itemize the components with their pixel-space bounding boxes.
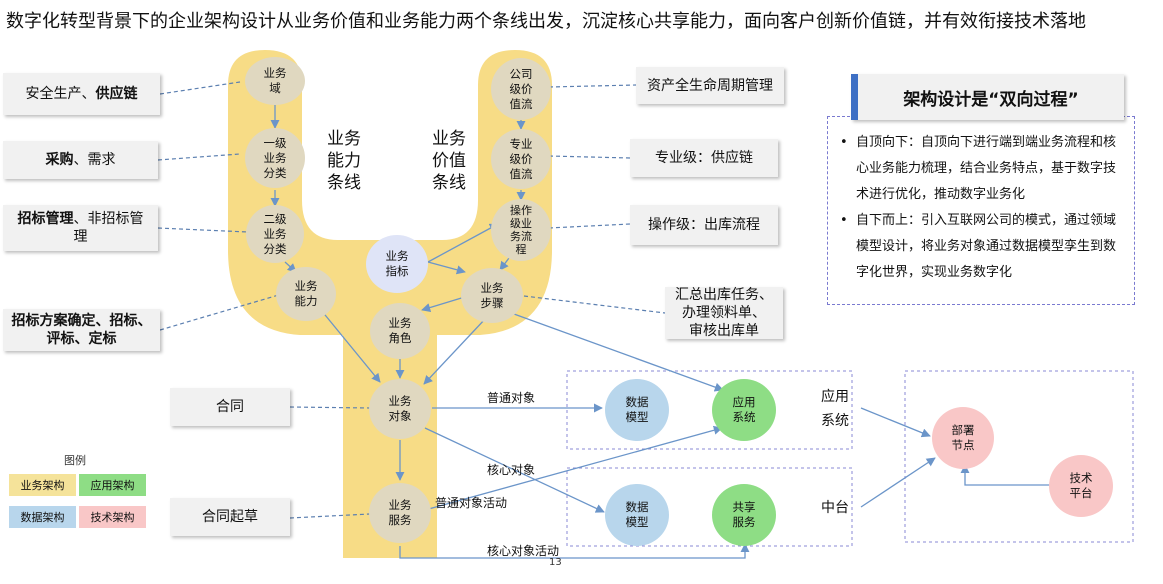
left-box-procurement: 采购、需求 (3, 141, 158, 179)
left-box-safety-supply: 安全生产、供应链 (3, 73, 160, 115)
node-shared-service: 共享 服务 (712, 484, 776, 546)
flow-arrows (270, 103, 1052, 559)
edge-label-core-activity: 核心对象活动 (487, 544, 560, 558)
page-title: 数字化转型背景下的企业架构设计从业务价值和业务能力两个条线出发，沉淀核心共享能力… (6, 11, 1086, 32)
left-box-3-text: 、非招标管理 (73, 211, 144, 245)
node-business-role: 业务 角色 (370, 303, 430, 359)
app-system-label: 应用 系统 (821, 389, 849, 429)
left-box-1-text: 安全生产、 (25, 86, 96, 102)
right-box-pro-level: 专业级：供应链 (630, 139, 778, 177)
left-box-tender: 招标管理、非招标管理 (3, 205, 158, 251)
edge-label-common-activity: 普通对象活动 (435, 496, 508, 510)
node-application-system: 应用 系统 (712, 379, 776, 441)
node-business-service: 业务 服务 (369, 483, 431, 543)
side-connectors (157, 81, 666, 519)
left-box-2-text: 、需求 (73, 152, 116, 168)
middle-platform-frame (566, 467, 853, 547)
node-tech-platform: 技术 平台 (1049, 455, 1113, 517)
app-system-frame (566, 370, 853, 450)
right-box-asset-lifecycle: 资产全生命周期管理 (636, 67, 784, 104)
edge-label-common-object: 普通对象 (487, 391, 536, 405)
capability-line-label: 业务 能力 条线 (327, 129, 361, 193)
node-data-model-core: 数据 模型 (605, 484, 669, 546)
tech-frame (904, 370, 1134, 543)
bidirectional-panel-list: 自顶向下：自顶向下进行端到端业务流程和核心业务能力梳理，结合业务特点，基于数字技… (838, 130, 1128, 286)
left-box-3-bold: 招标管理 (17, 211, 74, 227)
bullet-top-down: 自顶向下：自顶向下进行端到端业务流程和核心业务能力梳理，结合业务特点，基于数字技… (838, 130, 1128, 208)
left-box-tender-steps: 招标方案确定、招标、评标、定标 (3, 309, 160, 351)
legend-title: 图例 (64, 454, 86, 467)
middle-platform-label: 中台 (821, 500, 849, 516)
node-business-step: 业务 步骤 (461, 268, 523, 323)
left-box-4-bold: 招标方案确定、招标、评标、定标 (11, 313, 152, 347)
value-line-label: 业务 价值 条线 (432, 129, 466, 193)
node-pro-value-stream: 专业 级价 值流 (491, 129, 551, 189)
legend-application-architecture: 应用架构 (79, 474, 146, 496)
node-op-process: 操作 级业 务流 程 (491, 199, 551, 261)
bidirectional-panel-header: 架构设计是“双向过程” (851, 74, 1124, 120)
edge-label-core-object: 核心对象 (487, 463, 536, 477)
right-box-outbound-tasks: 汇总出库任务、 办理领料单、 审核出库单 (665, 287, 783, 339)
node-business-indicator: 业务 指标 (366, 235, 428, 293)
node-business-object: 业务 对象 (369, 379, 431, 439)
page-number: 13 (549, 557, 562, 568)
node-company-value-stream: 公司 级价 值流 (491, 58, 551, 120)
left-box-2-bold: 采购 (45, 152, 74, 168)
bullet-bottom-up: 自下而上：引入互联网公司的模式，通过领域模型设计，将业务对象通过数据模型孪生到数… (838, 208, 1128, 286)
node-data-model-app: 数据 模型 (605, 379, 669, 441)
node-deployment: 部署 节点 (932, 407, 994, 469)
legend-data-architecture: 数据架构 (9, 506, 76, 528)
node-level2-category: 二级 业务 分类 (246, 205, 304, 263)
node-business-capability: 业务 能力 (276, 267, 336, 321)
legend-tech-architecture: 技术架构 (79, 506, 146, 528)
node-business-domain: 业务 域 (245, 57, 305, 105)
left-box-contract: 合同 (170, 388, 290, 426)
right-box-op-level: 操作级：出库流程 (630, 205, 778, 245)
legend-business-architecture: 业务架构 (9, 474, 76, 496)
node-level1-category: 一级 业务 分类 (245, 128, 305, 188)
left-box-contract-draft: 合同起草 (170, 498, 290, 536)
left-box-1-bold: 供应链 (95, 86, 138, 102)
